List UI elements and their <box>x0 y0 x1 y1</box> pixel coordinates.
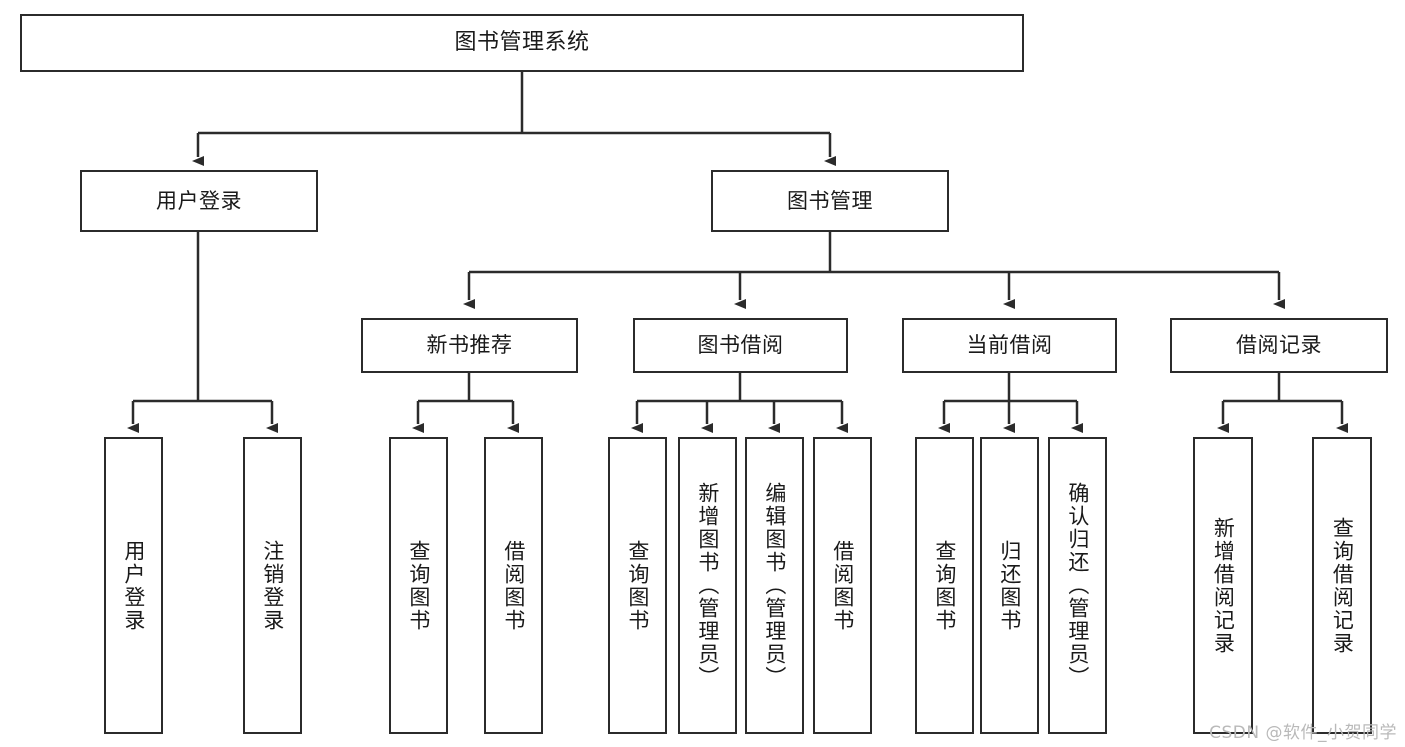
node-label: 查询图书 <box>625 539 650 632</box>
node-label: 新增图书（管理员） <box>695 482 720 689</box>
leaf-borrow-record-add-record[interactable]: 新增借阅记录 <box>1193 437 1253 734</box>
leaf-new-book-borrow-book[interactable]: 借阅图书 <box>484 437 543 734</box>
node-label: 新书推荐 <box>426 333 513 358</box>
leaf-user-login-logout[interactable]: 注销登录 <box>243 437 302 734</box>
node-new-book-recommend[interactable]: 新书推荐 <box>361 318 578 373</box>
node-label: 用户登录 <box>121 539 146 632</box>
watermark: CSDN @软件_小贺同学 <box>1209 723 1397 743</box>
node-label: 借阅图书 <box>501 539 526 632</box>
node-root-book-management-system[interactable]: 图书管理系统 <box>20 14 1024 72</box>
node-book-borrow[interactable]: 图书借阅 <box>633 318 848 373</box>
node-borrow-record[interactable]: 借阅记录 <box>1170 318 1388 373</box>
node-label: 查询图书 <box>406 539 431 632</box>
node-label: 新增借阅记录 <box>1211 516 1236 655</box>
leaf-current-borrow-query-book[interactable]: 查询图书 <box>915 437 974 734</box>
leaf-borrow-record-query-record[interactable]: 查询借阅记录 <box>1312 437 1372 734</box>
node-label: 查询借阅记录 <box>1330 516 1355 655</box>
node-label: 当前借阅 <box>966 333 1053 358</box>
node-label: 查询图书 <box>932 539 957 632</box>
node-label: 图书管理系统 <box>454 29 590 55</box>
leaf-book-borrow-query-book[interactable]: 查询图书 <box>608 437 667 734</box>
node-label: 确认归还（管理员） <box>1065 482 1090 689</box>
leaf-book-borrow-edit-book-admin[interactable]: 编辑图书（管理员） <box>745 437 804 734</box>
leaf-book-borrow-borrow-book[interactable]: 借阅图书 <box>813 437 872 734</box>
node-label: 图书管理 <box>787 188 873 213</box>
node-label: 用户登录 <box>156 188 242 213</box>
node-label: 编辑图书（管理员） <box>762 482 787 689</box>
leaf-current-borrow-return-book[interactable]: 归还图书 <box>980 437 1039 734</box>
node-label: 归还图书 <box>997 539 1022 632</box>
node-label: 图书借阅 <box>697 333 784 358</box>
node-label: 借阅图书 <box>830 539 855 632</box>
leaf-book-borrow-add-book-admin[interactable]: 新增图书（管理员） <box>678 437 737 734</box>
node-label: 注销登录 <box>260 539 285 632</box>
leaf-user-login-login[interactable]: 用户登录 <box>104 437 163 734</box>
node-current-borrow[interactable]: 当前借阅 <box>902 318 1117 373</box>
leaf-current-borrow-confirm-return-admin[interactable]: 确认归还（管理员） <box>1048 437 1107 734</box>
leaf-new-book-query-book[interactable]: 查询图书 <box>389 437 448 734</box>
node-user-login[interactable]: 用户登录 <box>80 170 318 232</box>
node-label: 借阅记录 <box>1236 333 1322 358</box>
node-book-management[interactable]: 图书管理 <box>711 170 949 232</box>
